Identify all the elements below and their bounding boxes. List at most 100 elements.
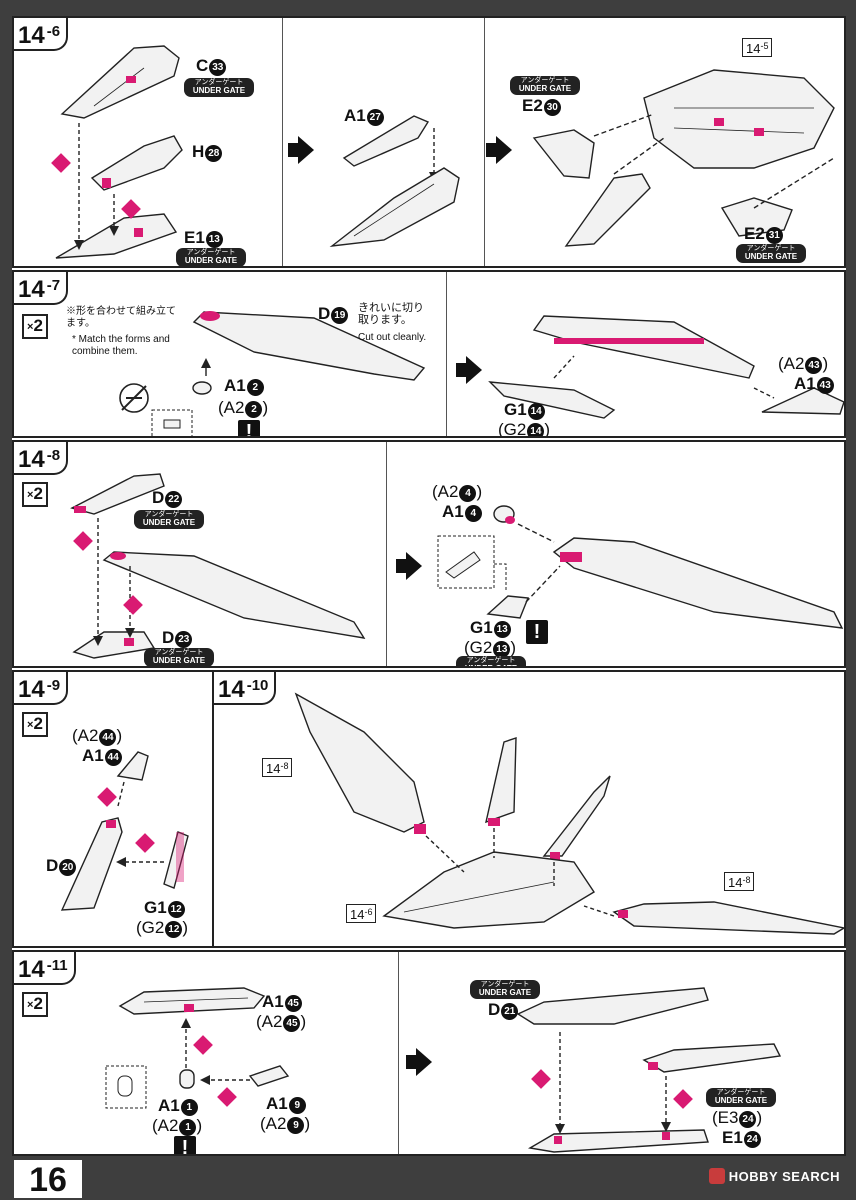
- part-d-mid: [532, 315, 755, 379]
- step-title: 14-6: [14, 18, 69, 51]
- step-14-9-drawing: [60, 751, 189, 911]
- part-wing-left: [294, 692, 425, 833]
- step-title: 14-10: [214, 672, 277, 705]
- panel-step-14-10: 14-10 14-8 14-6 14-8: [212, 670, 846, 948]
- part-a1: [342, 115, 430, 167]
- page-number: 16: [14, 1160, 82, 1199]
- note-jp: ※形を合わせて組み立てます。: [66, 306, 176, 329]
- panel-step-14-11: 14-11 ×2: [12, 950, 846, 1156]
- part-wing-piece: [564, 173, 651, 247]
- part-d21: [516, 987, 709, 1025]
- part-a1-44: [116, 751, 149, 781]
- ref-14-8: 14-8: [262, 758, 293, 777]
- step-14-7-drawing: [119, 311, 844, 436]
- note-en: * Match the forms and combine them.: [72, 334, 170, 357]
- caution-icon: !: [238, 420, 260, 436]
- part-d23: [72, 631, 156, 659]
- panel-step-14-6: 14-6: [12, 16, 846, 268]
- instruction-page: 14-6: [12, 16, 846, 1156]
- part-main-body: [643, 69, 835, 169]
- part-c: [60, 45, 180, 119]
- step-14-6-drawing: [51, 45, 835, 259]
- part-d22: [70, 473, 165, 515]
- quantity-x2: ×2: [22, 712, 48, 737]
- part-e1: [55, 213, 178, 259]
- part-a1-9: [248, 1065, 290, 1087]
- divider: [484, 18, 485, 266]
- part-rifle: [118, 987, 266, 1015]
- caution-icon: !: [174, 1136, 196, 1154]
- divider: [446, 272, 447, 436]
- part-wing-right: [612, 901, 844, 935]
- next-arrow: [456, 356, 482, 384]
- ref-14-8: 14-8: [724, 872, 755, 891]
- next-arrow: [396, 552, 422, 580]
- part-h: [90, 135, 183, 191]
- part-fin-center: [485, 737, 517, 824]
- part-rifle-right: [642, 1043, 782, 1073]
- part-wing-assembled: [552, 537, 844, 629]
- step-title: 14-9: [14, 672, 69, 705]
- ref-14-5: 14-5: [742, 38, 773, 57]
- part-g1-13: [486, 595, 529, 619]
- ref-14-6: 14-6: [346, 904, 377, 923]
- part-body-center: [382, 851, 595, 929]
- part-g1-14: [488, 381, 616, 419]
- divider: [398, 952, 399, 1154]
- step-14-8-drawing: [70, 473, 844, 659]
- quantity-x2: ×2: [22, 992, 48, 1017]
- quantity-x2: ×2: [22, 314, 48, 339]
- part-assembly-mid: [329, 167, 460, 247]
- panel-step-14-7: 14-7 ×2 ※形を合わせて組み立てます。 * Match the forms…: [12, 270, 846, 438]
- next-arrow: [288, 136, 314, 164]
- next-arrow: [486, 136, 512, 164]
- part-d20: [60, 817, 123, 911]
- part-e2-right: [720, 197, 793, 237]
- part-wing-long: [102, 551, 366, 639]
- step-14-10-drawing: [294, 692, 844, 935]
- part-d19: [192, 311, 426, 381]
- part-e2-left: [532, 129, 595, 179]
- cut-note-en: Cut out cleanly.: [358, 332, 427, 343]
- step-14-11-drawing: [105, 987, 782, 1153]
- watermark: HOBBY SEARCH: [708, 1168, 840, 1184]
- step-title: 14-7: [14, 272, 69, 305]
